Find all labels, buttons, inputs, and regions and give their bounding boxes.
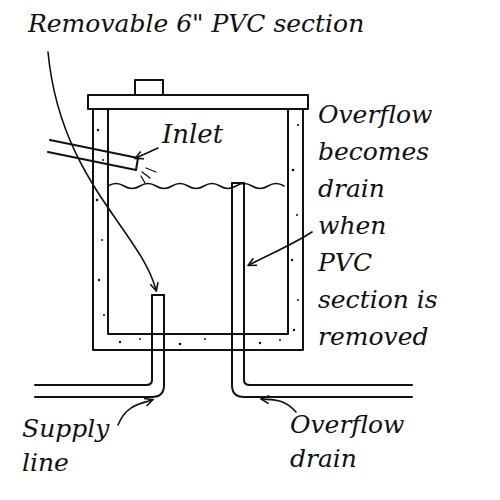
supply-pipe — [35, 295, 164, 397]
tank-lid — [88, 95, 308, 109]
water-line — [108, 184, 284, 189]
overflow-pipe-mouth — [232, 182, 244, 184]
tank-outer-wall — [93, 109, 303, 350]
part-label: Removable 6" PVC section — [28, 8, 488, 40]
leader-lines — [48, 52, 312, 425]
part-label: Overflow drain — [290, 408, 450, 476]
leader-line — [118, 400, 152, 425]
pvc-section-top — [152, 294, 164, 296]
inlet-pipe — [48, 140, 138, 170]
lid-handle — [135, 80, 163, 95]
leader-line — [136, 148, 158, 158]
supply-pipe — [35, 295, 152, 385]
leader-line — [249, 232, 312, 265]
part-label: Inlet — [162, 118, 252, 150]
part-label: Supply line — [22, 412, 132, 480]
leader-line — [48, 52, 156, 290]
water-splash — [141, 168, 156, 183]
note-label: Overflow becomes drain when PVC section … — [318, 96, 444, 355]
tank-inner-wall — [108, 109, 288, 334]
